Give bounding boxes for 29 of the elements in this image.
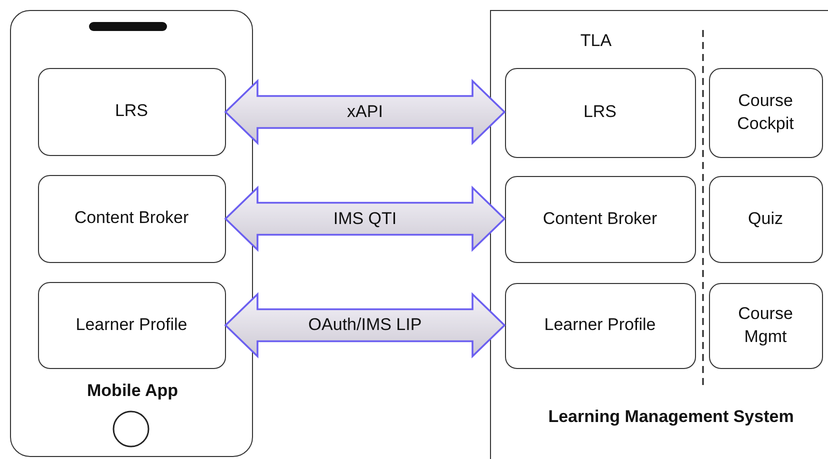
system-panel xyxy=(490,10,828,459)
component-box xyxy=(708,282,822,368)
component-box xyxy=(504,176,696,262)
box-label: Learner Profile xyxy=(76,314,188,336)
double-arrow xyxy=(224,78,506,146)
box-label: Content Broker xyxy=(74,207,189,230)
edge-label: OAuth/IMS LIP xyxy=(308,315,422,336)
component-box xyxy=(708,176,822,262)
group-heading: TLA xyxy=(579,31,613,51)
component-box xyxy=(38,282,226,368)
component-box xyxy=(504,68,696,158)
box-label: Course Cockpit xyxy=(736,90,795,134)
panel-title: Learning Management System xyxy=(547,407,795,427)
component-box xyxy=(38,174,226,262)
double-arrow xyxy=(224,186,506,252)
component-box xyxy=(38,68,226,156)
box-label: LRS xyxy=(583,101,617,124)
component-box xyxy=(504,282,696,368)
box-label: Content Broker xyxy=(542,208,658,230)
edge-label: IMS QTI xyxy=(333,208,397,229)
box-label: Quiz xyxy=(748,208,783,230)
panel-title: Mobile App xyxy=(86,381,179,401)
component-box xyxy=(708,68,822,158)
phone-frame xyxy=(10,10,253,457)
box-label: Learner Profile xyxy=(544,314,656,336)
box-label: Course Mgmt xyxy=(737,303,794,348)
double-arrow xyxy=(224,292,506,358)
edge-label: xAPI xyxy=(347,102,383,122)
box-label: LRS xyxy=(114,100,148,122)
